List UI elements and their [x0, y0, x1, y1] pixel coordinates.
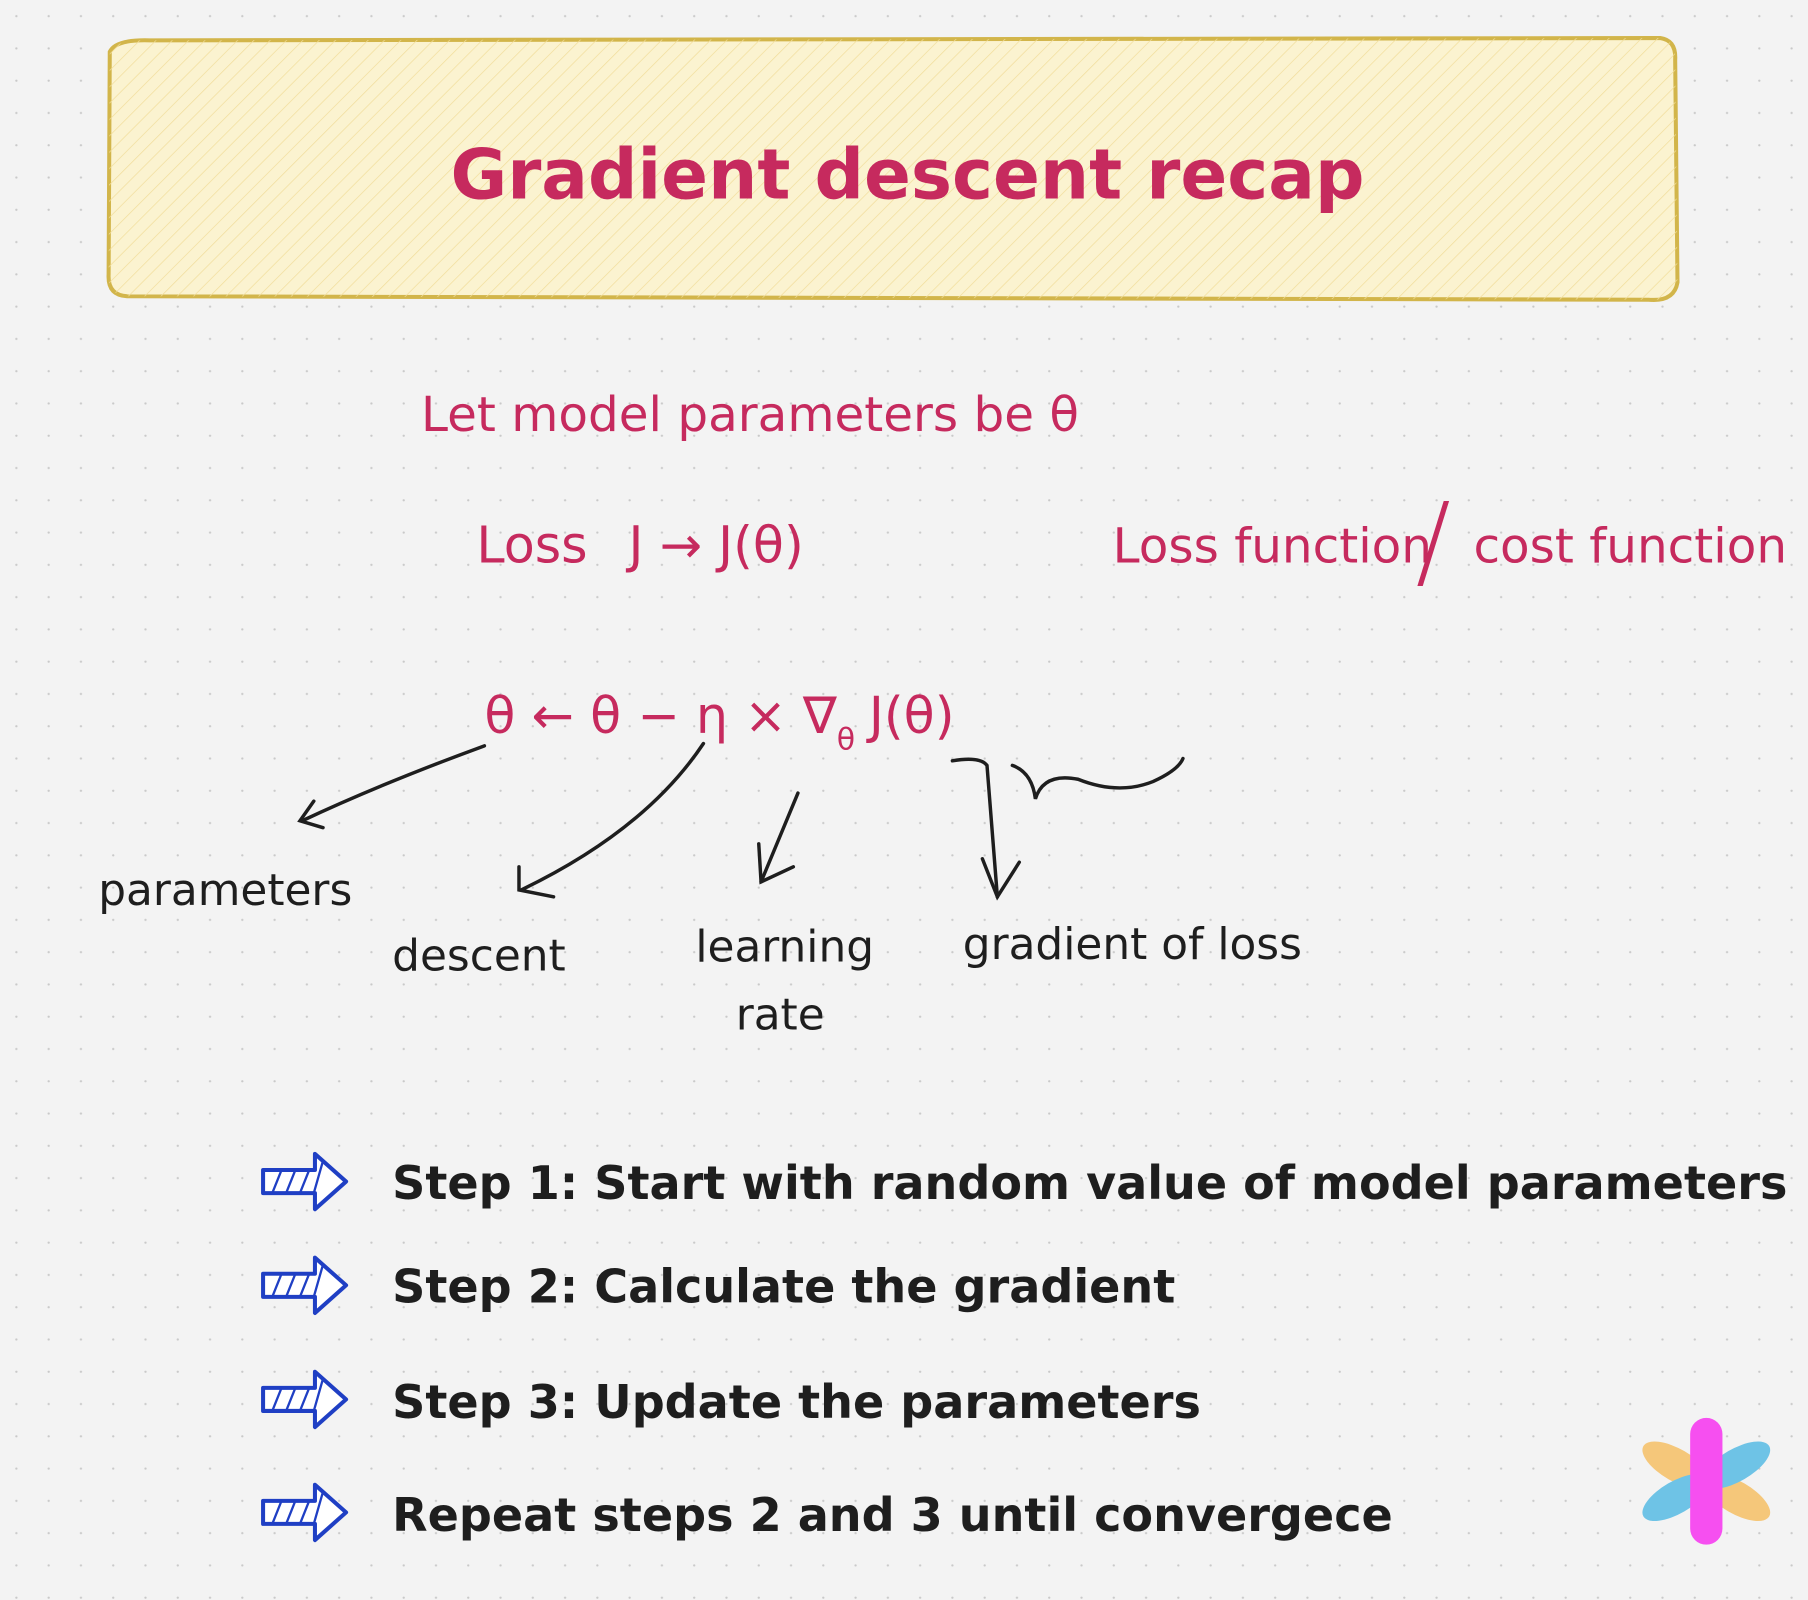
- gradient-brace: [1010, 756, 1185, 800]
- formula-tail: J(θ): [866, 686, 955, 745]
- step-text: Step 1: Start with random value of model…: [392, 1156, 1787, 1210]
- step-text: Step 3: Update the parameters: [392, 1375, 1201, 1429]
- arrow-to-learning-rate: [759, 791, 800, 884]
- arrowhead-icon: [757, 842, 796, 885]
- formula-main: θ ← θ − η × ∇: [484, 686, 837, 745]
- step-item[interactable]: Step 1: Start with random value of model…: [263, 1154, 1787, 1210]
- loss-function-label: Loss function: [1113, 519, 1432, 575]
- slash-divider: /: [1416, 481, 1451, 601]
- title: Gradient descent recap: [450, 135, 1364, 215]
- arrowhead-icon: [980, 857, 1022, 901]
- step-text: Step 2: Calculate the gradient: [392, 1260, 1175, 1314]
- arrow-to-parameters: [300, 744, 487, 823]
- formula-subscript: θ: [837, 722, 855, 757]
- step-item[interactable]: Step 2: Calculate the gradient: [263, 1258, 1175, 1314]
- label-gradient-of-loss: gradient of loss: [963, 919, 1302, 970]
- label-rate: rate: [736, 989, 825, 1040]
- label-parameters: parameters: [98, 865, 352, 916]
- loss-label: Loss: [476, 516, 587, 575]
- arrow-to-gradient: [950, 757, 1000, 899]
- step-item[interactable]: Step 3: Update the parameters: [263, 1372, 1201, 1429]
- update-formula: θ ← θ − η × ∇θ J(θ): [484, 686, 954, 757]
- loss-expression: J → J(θ): [625, 516, 803, 575]
- label-learning: learning: [695, 921, 874, 972]
- flower-logo-icon: [1642, 1417, 1771, 1545]
- intro-line: Let model parameters be θ: [421, 387, 1079, 443]
- arrow-to-descent: [519, 741, 706, 892]
- title-box[interactable]: Gradient descent recap: [106, 36, 1680, 302]
- arrowhead-icon: [297, 799, 325, 830]
- cost-function-label: cost function: [1473, 519, 1787, 575]
- step-text: Repeat steps 2 and 3 until convergece: [392, 1488, 1393, 1542]
- step-item[interactable]: Repeat steps 2 and 3 until convergece: [263, 1485, 1393, 1542]
- label-descent: descent: [392, 931, 566, 982]
- arrowhead-icon: [517, 865, 556, 899]
- step-list: Step 1: Start with random value of model…: [263, 1154, 1787, 1542]
- annotation-arrows: [297, 741, 1185, 901]
